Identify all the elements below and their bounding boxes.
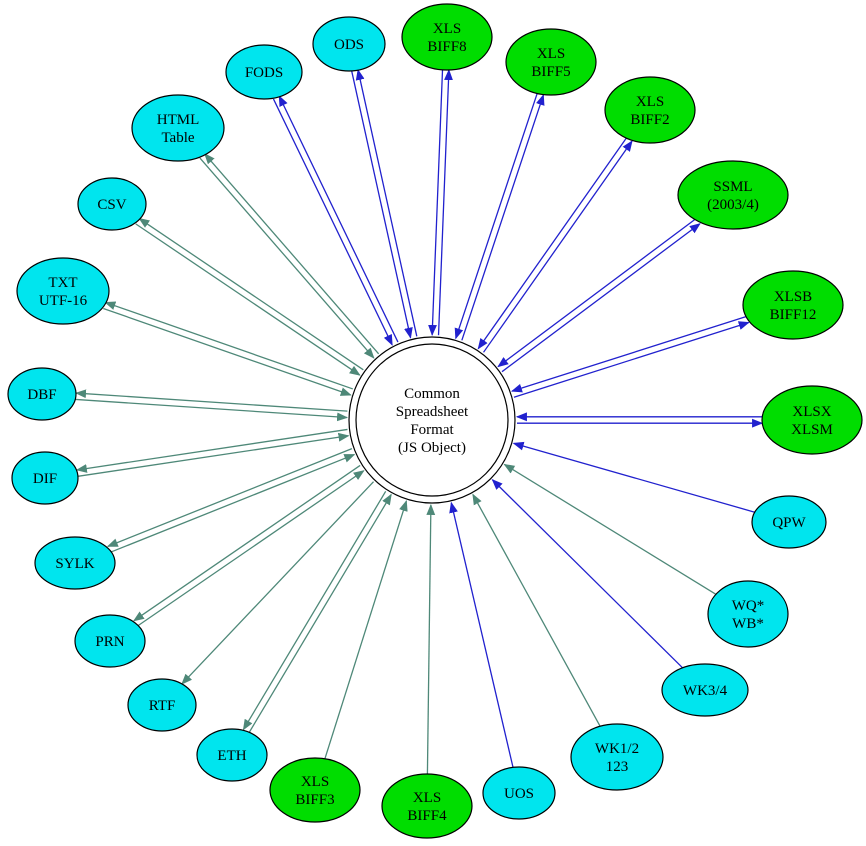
node-label-rtf: RTF — [149, 698, 176, 714]
node-label-uos: UOS — [504, 786, 534, 802]
node-label-eth: ETH — [217, 748, 246, 764]
edge-html-table-read — [199, 157, 375, 359]
edge-ods-read — [351, 71, 413, 339]
node-ssml: SSML(2003/4) — [677, 160, 789, 230]
edge-uos-read — [449, 501, 514, 768]
edge-xls-biff3-read — [324, 499, 408, 759]
edge-csv-read — [135, 223, 361, 376]
edge-ods-write — [355, 68, 418, 337]
edge-wk34-read — [491, 478, 684, 669]
node-label-wq-wb: WQ*WB* — [732, 598, 765, 632]
edge-xlsb-biff12-write — [513, 321, 750, 398]
edge-ssml-read — [497, 218, 697, 368]
node-label-qpw: QPW — [772, 515, 806, 531]
node-qpw: QPW — [751, 495, 827, 549]
edge-rtf-write — [181, 481, 375, 685]
node-label-ods: ODS — [334, 37, 364, 53]
node-label-sylk: SYLK — [55, 556, 94, 572]
edge-txt-utf16-read — [103, 307, 352, 396]
node-wq-wb: WQ*WB* — [707, 580, 789, 648]
node-label-fods: FODS — [245, 65, 283, 81]
edge-csv-write — [138, 217, 364, 371]
edge-xls-biff8-write — [437, 69, 453, 336]
edge-xls-biff4-read — [426, 503, 436, 775]
edge-xls-biff8-read — [428, 69, 444, 337]
edge-xls-biff5-write — [461, 94, 545, 341]
edge-fods-write — [278, 95, 399, 343]
node-prn: PRN — [74, 614, 146, 668]
node-dbf: DBF — [7, 367, 77, 421]
node-ods: ODS — [312, 16, 386, 72]
edge-html-table-write — [204, 153, 380, 355]
node-label-csv: CSV — [97, 197, 126, 213]
node-label-prn: PRN — [95, 634, 124, 650]
node-fods: FODS — [225, 44, 303, 100]
edge-wk12-123-read — [472, 493, 601, 727]
node-label-wk34: WK3/4 — [683, 683, 728, 699]
edge-txt-utf16-write — [104, 301, 354, 390]
edge-sylk-read — [110, 453, 356, 553]
node-sylk: SYLK — [34, 536, 116, 590]
edge-xls-biff2-write — [482, 140, 633, 353]
node-label-ssml: SSML(2003/4) — [707, 179, 759, 213]
edge-dif-read — [77, 432, 350, 477]
edge-qpw-read — [512, 441, 755, 513]
node-label-dbf: DBF — [27, 387, 56, 403]
node-csv: CSV — [77, 177, 147, 231]
edge-fods-read — [272, 98, 393, 346]
edge-dbf-read — [75, 398, 349, 422]
edge-sylk-write — [106, 448, 353, 547]
edge-xls-biff5-read — [454, 92, 538, 340]
edge-wq-wb-read — [503, 463, 717, 595]
edge-xlsb-biff12-read — [510, 315, 747, 393]
node-wk34: WK3/4 — [661, 663, 749, 717]
node-uos: UOS — [482, 766, 556, 820]
edge-dbf-write — [74, 389, 348, 412]
edge-ssml-write — [501, 223, 701, 373]
node-dif: DIF — [11, 451, 79, 505]
node-eth: ETH — [196, 728, 268, 782]
edge-dif-write — [75, 428, 348, 473]
edge-xls-biff2-read — [477, 137, 628, 350]
edge-eth-read — [248, 493, 392, 734]
edge-eth-write — [242, 491, 387, 731]
node-label-dif: DIF — [33, 471, 57, 487]
edge-prn-read — [137, 470, 365, 627]
edge-prn-write — [132, 464, 361, 622]
node-rtf: RTF — [127, 678, 197, 732]
